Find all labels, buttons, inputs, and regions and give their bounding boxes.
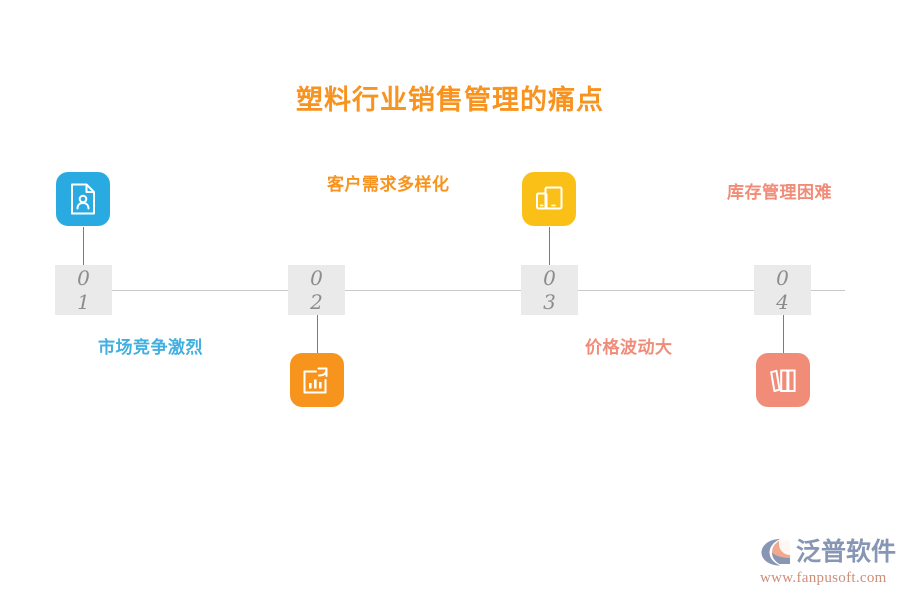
books-archive-icon	[768, 365, 798, 395]
milestone-number-2: 0 2	[288, 265, 345, 315]
devices-icon	[534, 185, 564, 213]
icon-tile-1[interactable]	[56, 172, 110, 226]
timeline-baseline	[55, 290, 845, 291]
milestone-caption-4: 库存管理困难	[727, 183, 832, 202]
icon-tile-3[interactable]	[522, 172, 576, 226]
milestone-caption-1: 市场竞争激烈	[98, 338, 203, 357]
bar-chart-arrow-icon	[302, 365, 332, 395]
connector-stem-4	[783, 315, 784, 353]
milestone-digit-top-4: 0	[776, 265, 789, 290]
milestone-digit-bottom-4: 4	[776, 289, 789, 314]
watermark-url: www.fanpusoft.com	[760, 570, 887, 586]
document-person-icon	[69, 183, 97, 215]
milestone-caption-3: 价格波动大	[585, 338, 673, 357]
connector-stem-1	[83, 227, 84, 265]
watermark-logo: 泛普软件 www.fanpusoft.com	[760, 535, 897, 591]
icon-tile-2[interactable]	[290, 353, 344, 407]
milestone-digit-top-3: 0	[543, 265, 556, 290]
milestone-number-3: 0 3	[521, 265, 578, 315]
milestone-digit-bottom-3: 3	[543, 289, 556, 314]
fanpu-swoosh-logo-icon	[760, 537, 794, 567]
page-title: 塑料行业销售管理的痛点	[296, 85, 604, 115]
milestone-number-4: 0 4	[754, 265, 811, 315]
connector-stem-3	[549, 227, 550, 265]
milestone-number-1: 0 1	[55, 265, 112, 315]
icon-tile-4[interactable]	[756, 353, 810, 407]
milestone-digit-bottom-2: 2	[310, 289, 323, 314]
milestone-digit-top-2: 0	[310, 265, 323, 290]
milestone-digit-top-1: 0	[77, 265, 90, 290]
milestone-caption-2: 客户需求多样化	[327, 175, 450, 194]
watermark-brand: 泛普软件	[796, 538, 897, 566]
milestone-digit-bottom-1: 1	[77, 289, 90, 314]
connector-stem-2	[317, 315, 318, 353]
